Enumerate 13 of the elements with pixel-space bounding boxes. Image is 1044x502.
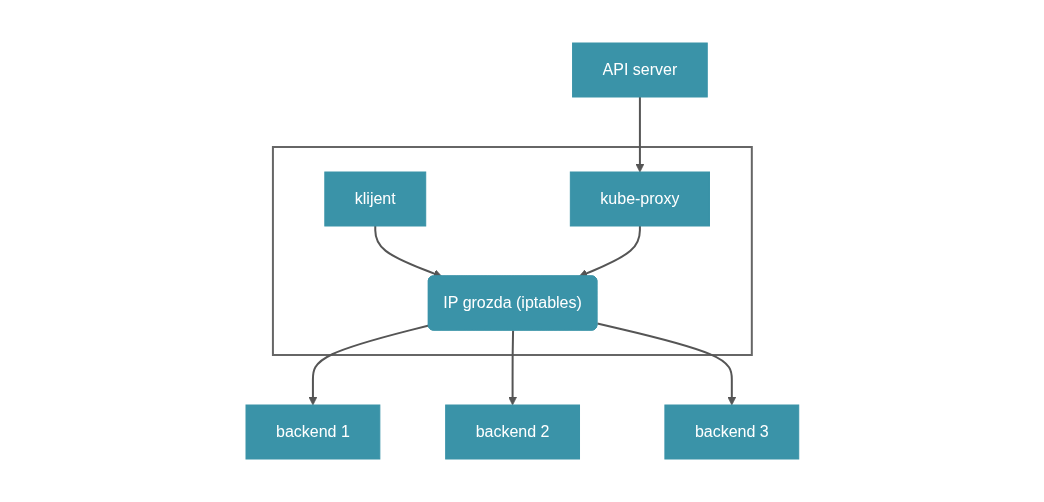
node-box: API server xyxy=(571,42,708,98)
arrow xyxy=(635,96,644,173)
arrow xyxy=(578,225,641,278)
arrow xyxy=(507,329,517,406)
cluster xyxy=(271,146,753,356)
node-box: backend 2 xyxy=(444,404,580,460)
arrow xyxy=(308,324,430,406)
node-box: backend 3 xyxy=(664,404,799,460)
arrow xyxy=(595,322,736,406)
node-box: kube-proxy xyxy=(569,171,710,227)
arrow xyxy=(373,225,442,278)
node-box: backend 1 xyxy=(245,404,380,460)
node-box: klijent xyxy=(323,171,426,227)
